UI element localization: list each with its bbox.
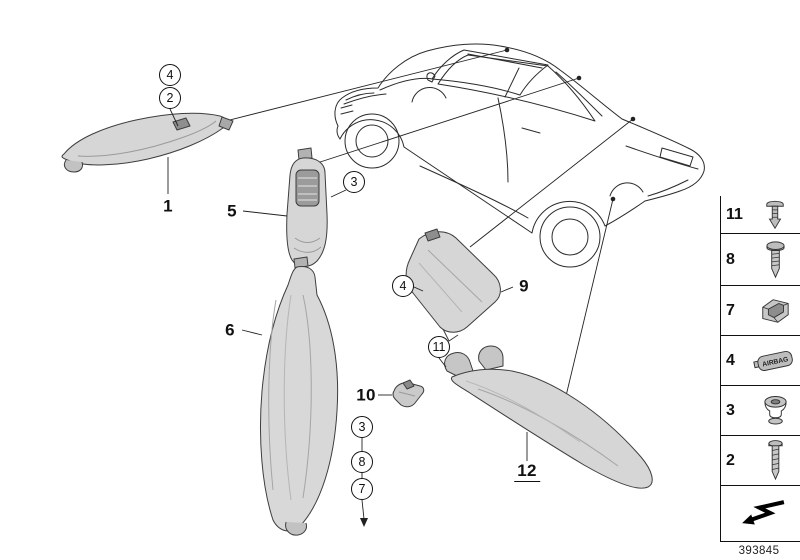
part-label-5[interactable]: 5 xyxy=(227,201,237,221)
legend-label-7[interactable]: 7 xyxy=(726,301,735,319)
fastener-legend: 11 8 7 xyxy=(720,196,800,542)
legend-label-3[interactable]: 3 xyxy=(726,401,735,419)
connector-lines xyxy=(167,108,528,520)
part-label-1[interactable]: 1 xyxy=(163,196,173,216)
connector-arrowhead xyxy=(360,518,368,527)
airbag-emblem-icon: AIRBAG xyxy=(750,345,800,376)
legend-label-11[interactable]: 11 xyxy=(726,205,743,223)
callout-3-mid[interactable]: 3 xyxy=(343,171,365,193)
part-10-drawing xyxy=(392,379,425,408)
legend-row-11: 11 xyxy=(721,196,800,234)
part-label-12[interactable]: 12 xyxy=(514,462,540,482)
part-1-drawing xyxy=(61,112,234,173)
callout-8[interactable]: 8 xyxy=(351,451,373,473)
part-5-drawing xyxy=(286,147,328,267)
screw-icon xyxy=(750,439,800,483)
legend-row-arrow xyxy=(721,486,800,542)
callout-3-low[interactable]: 3 xyxy=(351,416,373,438)
part-12-drawing xyxy=(444,345,653,489)
direction-arrow-icon xyxy=(726,494,800,534)
part-9-drawing xyxy=(405,228,501,342)
part-label-9[interactable]: 9 xyxy=(519,276,529,296)
callout-7[interactable]: 7 xyxy=(351,478,373,500)
legend-row-2: 2 xyxy=(721,436,800,486)
legend-row-3: 3 xyxy=(721,386,800,436)
legend-row-8: 8 xyxy=(721,234,800,286)
callout-4-mid[interactable]: 4 xyxy=(392,275,414,297)
part-label-10[interactable]: 10 xyxy=(356,385,376,405)
clamp-icon xyxy=(750,295,800,327)
car-wireframe xyxy=(334,43,705,268)
blind-rivet-icon xyxy=(750,240,800,280)
leader-dots xyxy=(504,47,636,202)
callout-4-top[interactable]: 4 xyxy=(159,64,181,86)
callout-11[interactable]: 11 xyxy=(428,336,450,358)
diagram-number: 393845 xyxy=(738,545,780,557)
callout-2[interactable]: 2 xyxy=(159,87,181,109)
expansion-rivet-icon xyxy=(750,198,800,231)
legend-label-2[interactable]: 2 xyxy=(726,451,735,469)
grommet-icon xyxy=(750,393,800,428)
legend-label-8[interactable]: 8 xyxy=(726,250,735,268)
legend-row-4: 4 AIRBAG xyxy=(721,336,800,386)
legend-label-4[interactable]: 4 xyxy=(726,351,735,369)
part-6-drawing xyxy=(259,256,339,536)
part-label-6[interactable]: 6 xyxy=(225,320,235,340)
legend-row-7: 7 xyxy=(721,286,800,336)
